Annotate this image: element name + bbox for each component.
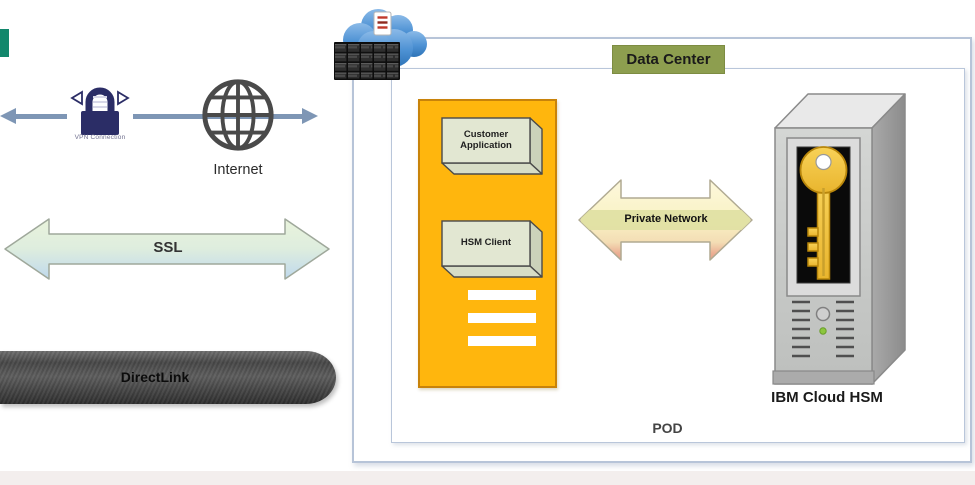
menu-bar-3 [468, 336, 536, 346]
internet-label: Internet [213, 162, 263, 178]
hsm-client-box [441, 220, 543, 278]
directlink-pipe: DirectLink [0, 351, 336, 404]
private-network-label: Private Network [624, 213, 708, 225]
private-network-arrow [578, 179, 753, 261]
vent-lines [792, 300, 854, 358]
directlink-label: DirectLink [120, 369, 190, 385]
pod-label: POD [652, 420, 683, 436]
vpn-lock-icon [70, 87, 130, 135]
ibm-cloud-hsm-label: IBM Cloud HSM [771, 389, 883, 406]
led-indicator [819, 327, 827, 335]
ssl-label: SSL [153, 239, 183, 256]
cloud-datacenter-icon [334, 9, 427, 80]
internet-globe-icon [202, 79, 274, 151]
hsm-server-tower-icon [772, 93, 906, 385]
power-button-icon [815, 306, 831, 322]
document-icon [373, 11, 392, 36]
server-racks-icon [334, 42, 400, 80]
left-edge-green-tab [0, 29, 9, 57]
menu-bar-1 [468, 290, 536, 300]
vpn-line-left [14, 114, 67, 119]
customer-application-label: Customer Application [460, 128, 512, 151]
customer-application-box [441, 117, 543, 175]
vpn-connection-label: VPN Connection [74, 134, 126, 141]
bottom-strip [0, 471, 975, 485]
ssl-arrow [4, 218, 330, 280]
left-arrowhead-icon [0, 108, 16, 124]
key-icon [799, 146, 848, 280]
hsm-client-label: HSM Client [460, 237, 512, 249]
data-center-label: Data Center [612, 45, 725, 74]
menu-bar-2 [468, 313, 536, 323]
data-center-box [352, 37, 972, 463]
right-arrowhead-icon [302, 108, 318, 124]
